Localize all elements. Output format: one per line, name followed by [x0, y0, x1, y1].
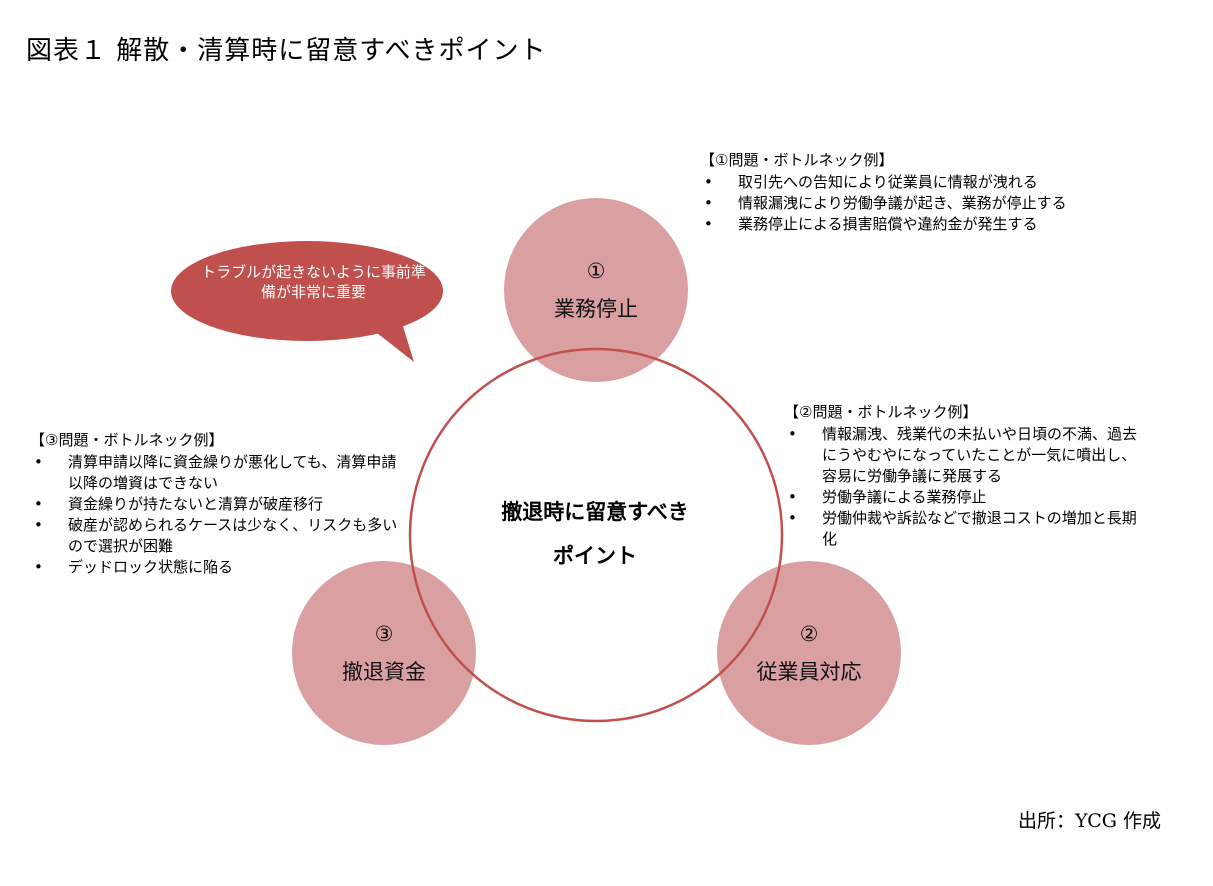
bubble-shape [171, 241, 443, 341]
list-item: 清算申請以降に資金繰りが悪化しても、清算申請以降の増資はできない [30, 452, 398, 494]
node-label: 従業員対応 [756, 660, 862, 684]
list-item: 労働争議による業務停止 [784, 487, 1150, 508]
speech-bubble [171, 241, 443, 362]
panel-issues-3: 【③問題・ボトルネック例】 清算申請以降に資金繰りが悪化しても、清算申請以降の増… [30, 430, 398, 578]
list-item: デッドロック状態に陥る [30, 557, 398, 578]
center-ring [408, 347, 784, 723]
list-item: 業務停止による損害賠償や違約金が発生する [700, 214, 1070, 235]
node-circle-2 [717, 561, 901, 745]
panel-heading: 【①問題・ボトルネック例】 [700, 151, 894, 169]
list-item: 情報漏洩、残業代の未払いや日頃の不満、過去にうやむやになっていたことが一気に噴出… [784, 424, 1150, 487]
list-item: 資金繰りが持たないと清算が破産移行 [30, 494, 398, 515]
node-employee-response: ② 従業員対応 [717, 561, 901, 745]
center-label-line1: 撤退時に留意すべき [501, 500, 689, 524]
list-item: 破産が認められるケースは少なく、リスクも多いので選択が困難 [30, 515, 398, 557]
node-business-stop: ① 業務停止 [504, 198, 688, 382]
node-number: ① [586, 259, 606, 283]
node-label: 業務停止 [554, 297, 638, 321]
list-item: 労働仲裁や訴訟などで撤退コストの増加と長期化 [784, 508, 1150, 550]
panel-heading: 【③問題・ボトルネック例】 [30, 431, 224, 449]
center-label-line2: ポイント [553, 544, 637, 568]
node-number: ③ [374, 622, 394, 646]
center-label: 撤退時に留意すべき ポイント [450, 490, 740, 578]
panel-issues-2: 【②問題・ボトルネック例】 情報漏洩、残業代の未払いや日頃の不満、過去にうやむや… [784, 402, 1150, 550]
node-label: 撤退資金 [342, 660, 426, 684]
list-item: 情報漏洩により労働争議が起き、業務が停止する [700, 193, 1070, 214]
panel-list: 情報漏洩、残業代の未払いや日頃の不満、過去にうやむやになっていたことが一気に噴出… [784, 424, 1150, 550]
bubble-text: トラブルが起きないように事前準備が非常に重要 [201, 263, 426, 301]
panel-issues-1: 【①問題・ボトルネック例】 取引先への告知により従業員に情報が洩れる 情報漏洩に… [700, 150, 1070, 235]
node-circle-1 [504, 198, 688, 382]
panel-heading: 【②問題・ボトルネック例】 [784, 403, 978, 421]
node-withdrawal-funds: ③ 撤退資金 [292, 561, 476, 745]
node-circle-3 [292, 561, 476, 745]
list-item: 取引先への告知により従業員に情報が洩れる [700, 172, 1070, 193]
panel-list: 清算申請以降に資金繰りが悪化しても、清算申請以降の増資はできない 資金繰りが持た… [30, 452, 398, 578]
source-note: 出所：YCG 作成 [1018, 810, 1161, 832]
panel-list: 取引先への告知により従業員に情報が洩れる 情報漏洩により労働争議が起き、業務が停… [700, 172, 1070, 235]
bubble-tail [368, 310, 414, 362]
node-number: ② [799, 622, 819, 646]
figure-title: 図表１ 解散・清算時に留意すべきポイント [26, 36, 547, 66]
